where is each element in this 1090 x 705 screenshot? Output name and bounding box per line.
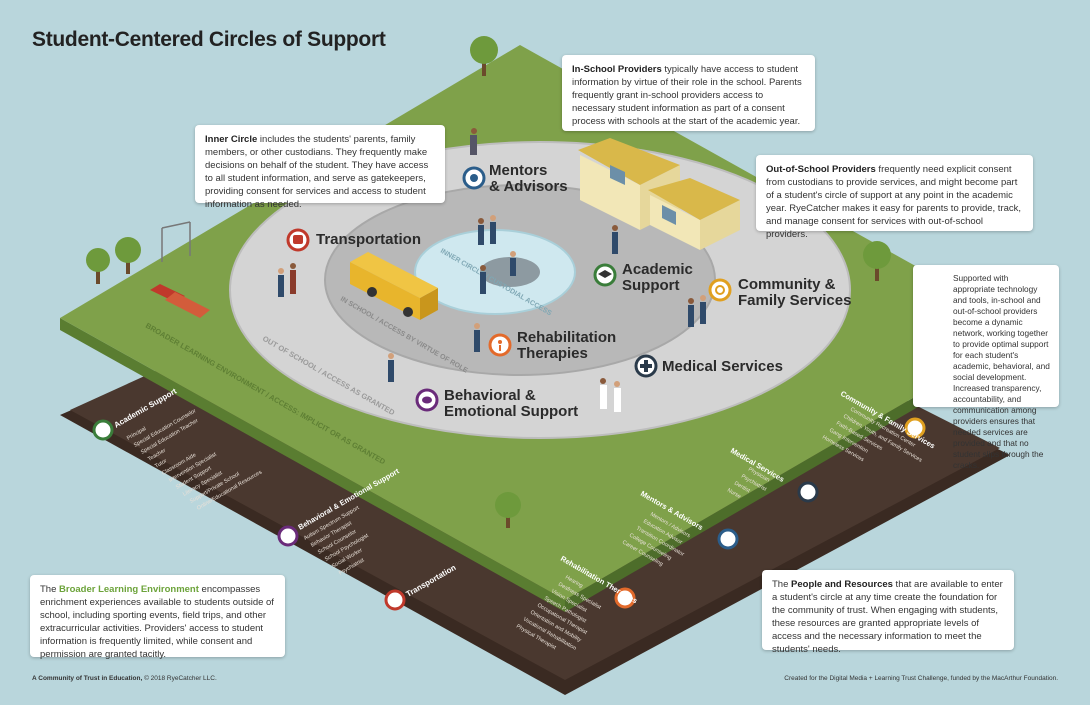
callout-out-school-title: Out-of-School Providers xyxy=(766,164,876,175)
label-behavioral: Behavioral &Emotional Support xyxy=(444,387,579,420)
footer-left: A Community of Trust in Education, © 201… xyxy=(32,675,217,682)
tree-left-2 xyxy=(115,237,141,274)
academic-icon xyxy=(593,263,617,287)
base-mentors-icon xyxy=(717,528,739,550)
callout-broader-title: Broader Learning Environment xyxy=(59,584,199,595)
label-mentors: Mentors& Advisors xyxy=(489,162,568,195)
base-medical-icon xyxy=(797,481,819,503)
footer-left-bold: A Community of Trust in Education, xyxy=(32,675,143,682)
behavioral-icon xyxy=(415,388,439,412)
tree-left-1 xyxy=(86,248,110,284)
mentors-icon xyxy=(462,166,486,190)
callout-inner-circle-text: includes the students' parents, family m… xyxy=(205,134,429,210)
tree-top xyxy=(470,36,498,76)
page-title: Student-Centered Circles of Support xyxy=(32,28,386,51)
callout-broader: The Broader Learning Environment encompa… xyxy=(30,575,285,660)
callout-network-text: Supported with appropriate technology an… xyxy=(953,273,1050,470)
base-academic-icon xyxy=(92,419,114,441)
playground xyxy=(150,221,210,318)
callout-people: The People and Resources that are availa… xyxy=(762,570,1014,655)
callout-people-title: People and Resources xyxy=(791,579,893,590)
base-rehab-icon xyxy=(614,587,636,609)
transportation-icon xyxy=(286,228,310,252)
label-medical: Medical Services xyxy=(662,358,783,375)
grass-side-left xyxy=(60,318,565,612)
callout-inner-circle-title: Inner Circle xyxy=(205,134,258,145)
label-transportation: Transportation xyxy=(316,231,422,248)
callout-inner-circle: Inner Circle includes the students' pare… xyxy=(195,125,445,210)
callout-in-school: In-School Providers typically have acces… xyxy=(562,55,815,131)
base-behavioral-icon xyxy=(277,525,299,547)
callout-broader-pre: The xyxy=(40,584,60,595)
school-bus xyxy=(350,252,438,320)
callout-in-school-title: In-School Providers xyxy=(572,64,662,75)
callout-out-school: Out-of-School Providers frequently need … xyxy=(756,155,1033,240)
footer-left-text: © 2018 RyeCatcher LLC. xyxy=(142,675,217,682)
person-group xyxy=(278,128,706,412)
tree-right xyxy=(863,241,891,281)
footer-right: Created for the Digital Media + Learning… xyxy=(784,675,1058,682)
callout-people-pre: The xyxy=(772,579,792,590)
callout-out-school-text: frequently need explicit consent from cu… xyxy=(766,164,1022,240)
school-building xyxy=(578,138,740,250)
medical-icon xyxy=(634,354,658,378)
base-community-icon xyxy=(904,417,926,439)
callout-people-text: that are available to enter a student's … xyxy=(772,579,1003,655)
callout-in-school-text: typically have access to student informa… xyxy=(572,64,802,127)
callout-broader-text: encompasses enrichment experiences avail… xyxy=(40,584,274,660)
label-community: Community &Family Services xyxy=(738,276,852,309)
base-list-item: Tutor xyxy=(154,458,168,470)
callout-network: Supported with appropriate technology an… xyxy=(913,265,1059,470)
base-transportation-icon xyxy=(384,589,406,611)
community-icon xyxy=(708,278,732,302)
tree-front xyxy=(495,492,521,528)
rehab-icon xyxy=(488,333,512,357)
